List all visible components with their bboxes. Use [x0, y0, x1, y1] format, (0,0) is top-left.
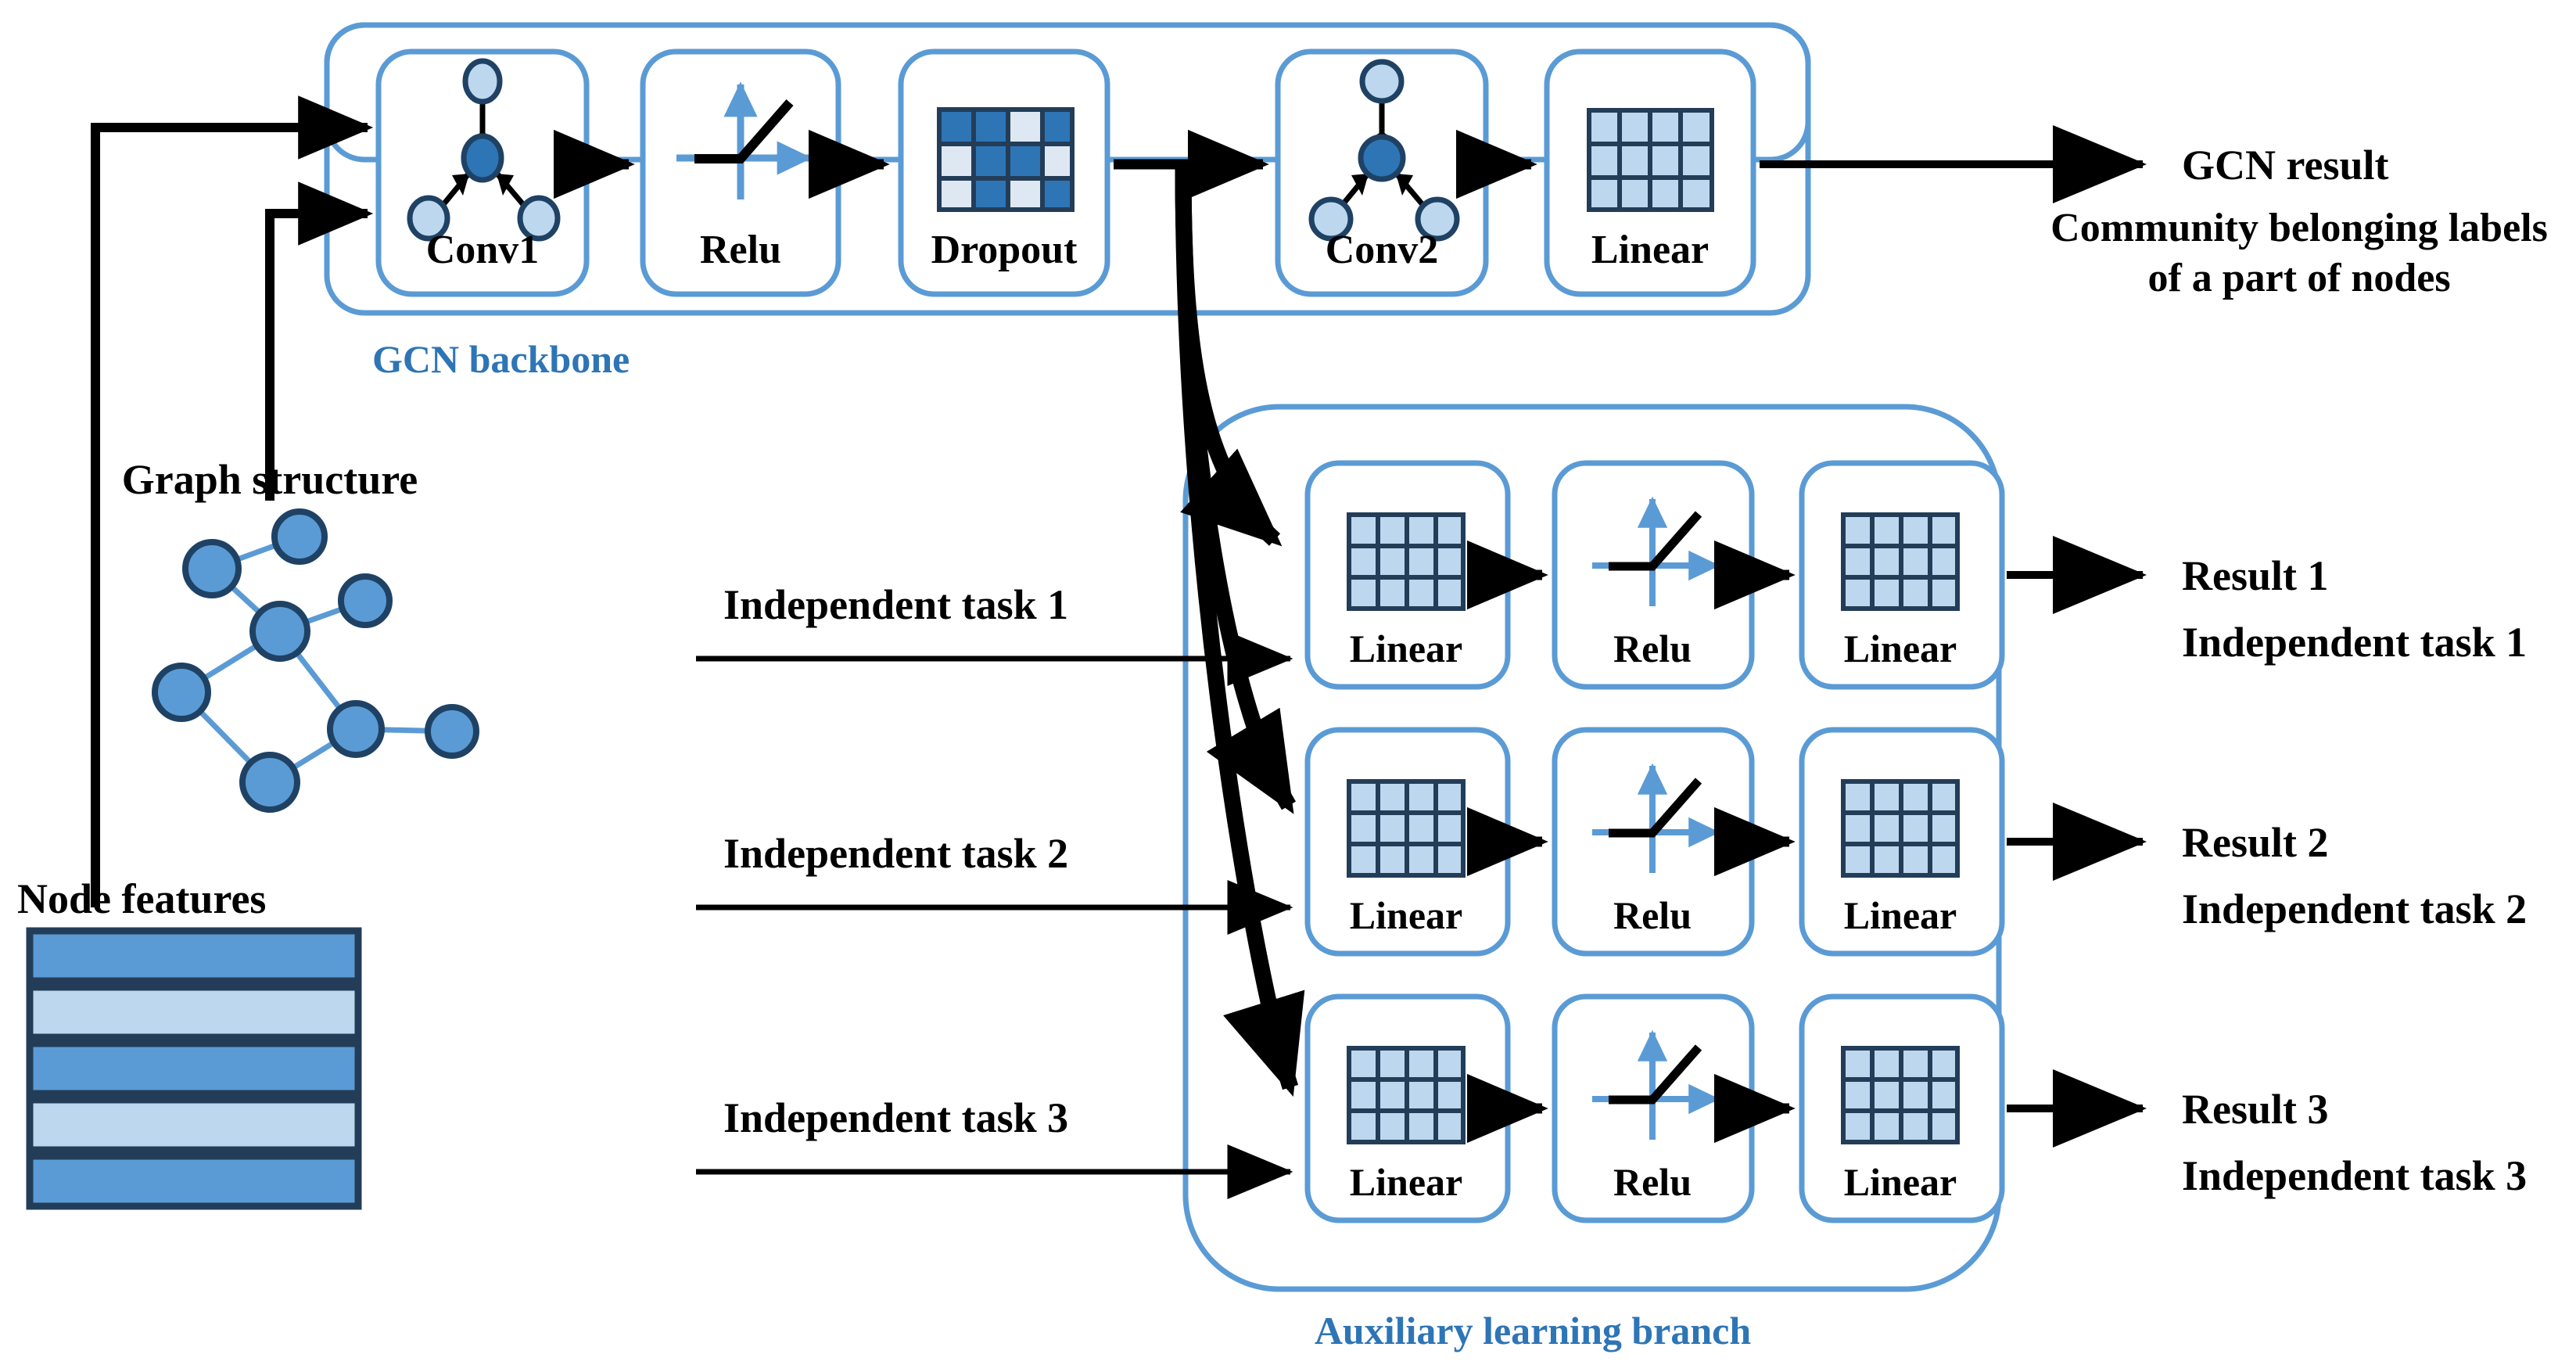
independent-task-3-label: Independent task 3 — [723, 1094, 1069, 1141]
independent-task-1-label: Independent task 1 — [723, 581, 1069, 628]
aux-r3-block-label-relu: Relu — [1613, 1160, 1692, 1204]
node-features-icon — [26, 927, 362, 1210]
aux-r1-block-label-linear1: Linear — [1349, 627, 1463, 670]
aux-r2-block-label-linear2: Linear — [1843, 893, 1957, 937]
graph-structure-label: Graph structure — [121, 456, 418, 503]
aux-r3-block-label-linear2: Linear — [1843, 1160, 1957, 1204]
auxiliary-branch-label: Auxiliary learning branch — [1314, 1309, 1752, 1352]
linear-grid-icon-r3b — [1841, 1046, 1960, 1144]
gcn-backbone-container-body — [324, 22, 1811, 316]
gcn-backbone-label: GCN backbone — [372, 337, 630, 381]
aux-r3-block-label-linear1: Linear — [1349, 1160, 1463, 1204]
relu-plot-icon-r3 — [1592, 1029, 1720, 1140]
gcn-result-title: GCN result — [2182, 142, 2389, 189]
node-features-input-arrow — [91, 95, 374, 907]
block-label-conv2: Conv2 — [1325, 228, 1439, 272]
aux-result-3-title: Result 3 — [2182, 1086, 2329, 1133]
graph-conv-icon-conv1 — [407, 58, 561, 242]
aux-result-2-title: Result 2 — [2182, 819, 2329, 866]
aux-result-3-subtitle: Independent task 3 — [2182, 1152, 2528, 1199]
dropout-cells — [942, 112, 1070, 207]
block-label-conv1: Conv1 — [425, 228, 540, 272]
aux-r1-block-label-linear2: Linear — [1843, 627, 1957, 670]
aux-result-1-subtitle: Independent task 1 — [2182, 619, 2528, 666]
aux-flow-arrows — [1466, 540, 1796, 1144]
block-label-dropout: Dropout — [931, 228, 1078, 272]
linear-grid-icon-r3a — [1347, 1046, 1466, 1144]
graph-structure-icon — [152, 508, 479, 813]
aux-result-arrows — [2007, 536, 2147, 1148]
graph-conv-icon-conv2 — [1308, 59, 1460, 242]
aux-r1-block-label-relu: Relu — [1613, 627, 1692, 670]
dropout-grid-icon — [937, 107, 1075, 212]
independent-task-input-arrows — [696, 631, 1293, 1199]
block-label-linear-gcn: Linear — [1591, 228, 1710, 272]
graph-structure-input-arrow — [265, 181, 374, 501]
independent-task-2-label: Independent task 2 — [723, 830, 1069, 877]
block-label-relu1: Relu — [700, 228, 781, 272]
relu-plot-icon-r1 — [1592, 496, 1720, 606]
aux-r2-block-label-linear1: Linear — [1349, 893, 1463, 937]
gcn-result-subtitle-line1: Community belonging labels — [2050, 206, 2548, 250]
relu-plot-icon-1 — [676, 81, 813, 199]
linear-grid-icon-r1a — [1347, 512, 1466, 611]
relu-plot-icon-r2 — [1592, 763, 1720, 873]
linear-grid-icon-r1b — [1841, 512, 1960, 611]
linear-grid-icon-r2a — [1347, 779, 1466, 878]
linear-grid-icon-gcn — [1587, 108, 1714, 212]
aux-result-1-title: Result 1 — [2182, 552, 2329, 599]
dropout-skip-curves — [1175, 165, 1305, 1097]
gcn-result-subtitle-line2: of a part of nodes — [2147, 256, 2451, 300]
linear-grid-icon-r2b — [1841, 779, 1960, 878]
node-features-label: Node features — [17, 875, 267, 922]
aux-result-2-subtitle: Independent task 2 — [2182, 885, 2528, 932]
aux-r2-block-label-relu: Relu — [1613, 893, 1692, 937]
